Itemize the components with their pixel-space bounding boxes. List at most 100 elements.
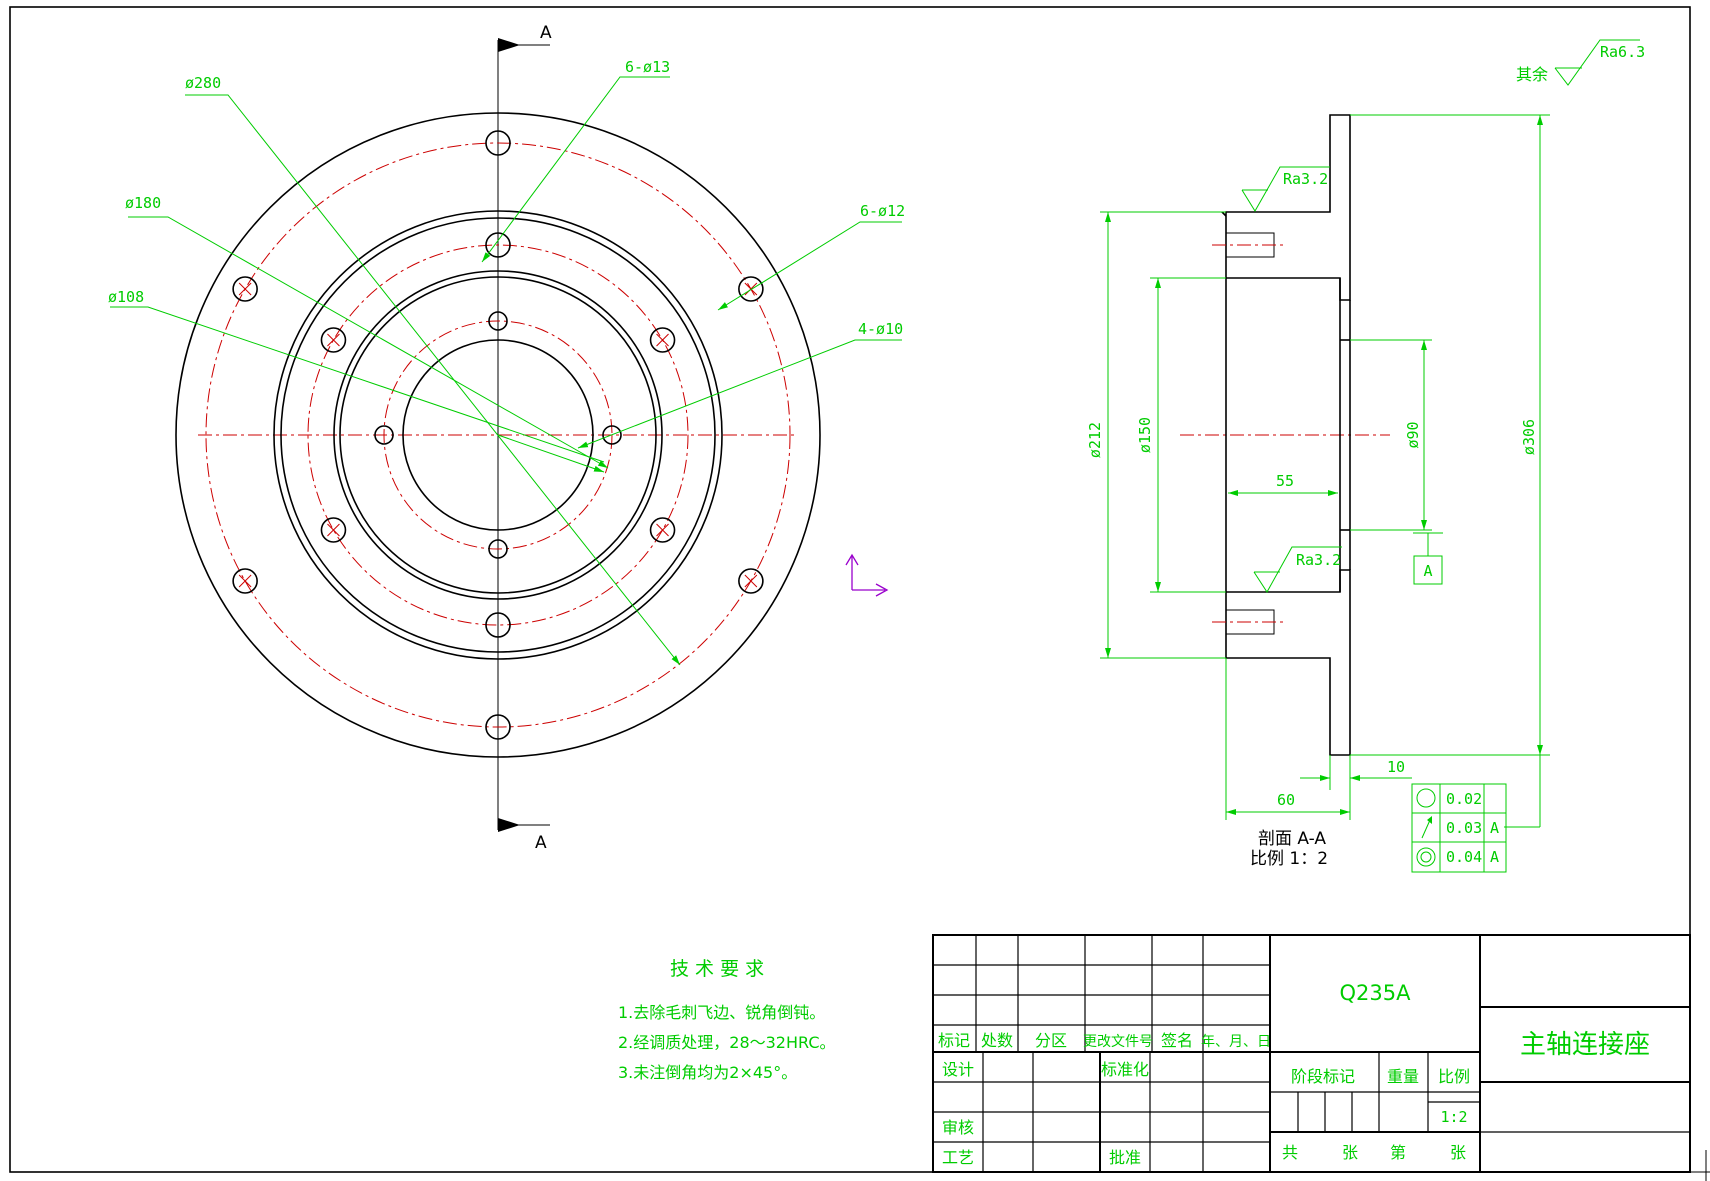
hub-outer-circle <box>273 210 723 660</box>
bore-step-circle <box>333 270 663 600</box>
material-label: Q235A <box>1340 981 1412 1005</box>
dim-108-label: ø108 <box>108 288 144 306</box>
dim-90-label: ø90 <box>1404 421 1422 448</box>
roughness-bottom: Ra3.2 <box>1253 546 1342 593</box>
standardize-label: 标准化 <box>1101 1060 1149 1079</box>
tech-req-item-1: 1.去除毛刺飞边、锐角倒钝。 <box>618 1003 825 1022</box>
inner-hole-1 <box>602 425 622 445</box>
holes-outer-group <box>232 130 764 740</box>
review-label: 审核 <box>942 1118 974 1137</box>
middle-hole-1-mark <box>656 333 669 347</box>
section-caption-1: 剖面 A-A <box>1258 829 1326 849</box>
outer-hole-0 <box>485 130 511 156</box>
outer-hole-2-mark <box>744 574 758 588</box>
middle-hole-0 <box>485 232 511 258</box>
middle-hole-1 <box>649 327 676 353</box>
stage-mark-label: 阶段标记 <box>1291 1067 1355 1086</box>
holes-inner-group <box>374 311 622 559</box>
rev-header-4: 签名 <box>1161 1031 1193 1050</box>
tech-requirements: 技 术 要 求 1.去除毛刺飞边、锐角倒钝。 2.经调质处理，28～32HRC。… <box>618 958 836 1082</box>
tech-req-item-2: 2.经调质处理，28～32HRC。 <box>618 1033 836 1052</box>
dim-150-label: ø150 <box>1136 417 1154 453</box>
design-label: 设计 <box>942 1060 974 1079</box>
roughness-rest: 其余 Ra6.3 <box>1516 39 1645 86</box>
bolt-circle-outer <box>205 142 791 728</box>
runout-icon <box>1421 816 1432 839</box>
bolt-circle-middle <box>307 244 689 626</box>
scale-value: 1:2 <box>1440 1108 1467 1126</box>
middle-hole-4 <box>320 517 347 543</box>
approve-label: 批准 <box>1109 1148 1141 1167</box>
section-lower-flange <box>1225 569 1351 756</box>
inner-bore-circle <box>402 339 594 531</box>
roughness-top-value: Ra3.2 <box>1283 170 1328 188</box>
middle-hole-2 <box>649 517 676 543</box>
rev-header-1: 处数 <box>981 1031 1013 1050</box>
section-caption-2: 比例 1：2 <box>1250 849 1328 869</box>
circularity-icon <box>1416 788 1436 808</box>
inner-hole-3 <box>374 425 394 445</box>
dim-60-label: 60 <box>1277 791 1295 809</box>
middle-hole-2-mark <box>656 523 669 537</box>
title-block: Q235A 主轴连接座 标记 处数 分区 更改文件号 签名 年、月、日 设计 标… <box>932 934 1691 1173</box>
sheets2-label: 张 <box>1450 1143 1466 1162</box>
rev-header-3: 更改文件号 <box>1083 1034 1153 1050</box>
leader-108 <box>110 306 605 463</box>
holes-13-label: 6-ø13 <box>625 58 670 76</box>
leader-180 <box>128 216 609 469</box>
leader-4-10 <box>577 339 902 449</box>
dim-280-label: ø280 <box>185 74 221 92</box>
section-arrow-bottom <box>498 818 520 832</box>
dim-180-label: ø180 <box>125 194 161 212</box>
process-label: 工艺 <box>942 1148 974 1167</box>
holes-12-label: 6-ø12 <box>860 202 905 220</box>
tol-3-value: 0.04 <box>1446 848 1482 866</box>
outer-hole-1-mark <box>744 282 758 296</box>
roughness-rest-label: 其余 <box>1516 65 1548 84</box>
middle-hole-5 <box>320 327 347 353</box>
outer-hole-3 <box>485 714 511 740</box>
datum-box <box>1413 555 1443 585</box>
sheets-label: 张 <box>1342 1143 1358 1162</box>
front-view: A A ø280 ø180 ø108 6-ø13 6-ø12 4-ø10 <box>108 23 905 853</box>
concentricity-icon <box>1416 847 1436 867</box>
dim-212-label: ø212 <box>1086 422 1104 458</box>
tech-req-title: 技 术 要 求 <box>670 958 764 980</box>
section-upper-flange <box>1225 114 1351 301</box>
roughness-bottom-value: Ra3.2 <box>1296 551 1341 569</box>
datum-label: A <box>1423 562 1432 580</box>
tol-3-datum: A <box>1490 848 1499 866</box>
leader-6-12 <box>717 221 902 311</box>
dim-10-label: 10 <box>1387 758 1405 776</box>
middle-hole-3 <box>485 612 511 638</box>
tolerance-frame: 0.02 0.03 A 0.04 A <box>1411 783 1507 873</box>
inner-hole-2 <box>488 539 508 559</box>
tol-2-datum: A <box>1490 819 1499 837</box>
section-arrow-top <box>498 38 520 52</box>
tech-req-item-3: 3.未注倒角均为2×45°。 <box>618 1063 797 1082</box>
outer-hole-4-mark <box>238 574 252 588</box>
outer-hole-5-mark <box>238 282 252 296</box>
rev-header-5: 年、月、日 <box>1201 1034 1271 1050</box>
dim-55-label: 55 <box>1276 472 1294 490</box>
leader-6-13 <box>481 76 670 263</box>
leader-108-arrow <box>497 434 605 473</box>
part-name: 主轴连接座 <box>1520 1030 1650 1060</box>
section-view: 其余 Ra6.3 Ra3.2 Ra3.2 ø212 ø150 ø90 ø306 <box>1086 39 1645 873</box>
sheet-no-label: 第 <box>1390 1143 1406 1162</box>
roughness-top: Ra3.2 <box>1241 166 1330 212</box>
outer-flange-circle <box>175 112 821 758</box>
rev-header-0: 标记 <box>938 1031 970 1050</box>
middle-hole-5-mark <box>327 333 340 347</box>
hub-chamfer-circle <box>280 217 716 653</box>
tol-1-value: 0.02 <box>1446 790 1482 808</box>
tol-2-value: 0.03 <box>1446 819 1482 837</box>
middle-hole-4-mark <box>327 523 340 537</box>
inner-hole-0 <box>488 311 508 331</box>
holes-10-label: 4-ø10 <box>858 320 903 338</box>
outer-hole-5 <box>232 276 258 302</box>
bore-step-chamfer <box>339 276 657 594</box>
holes-middle-group <box>320 232 676 638</box>
total-label: 共 <box>1282 1143 1298 1162</box>
